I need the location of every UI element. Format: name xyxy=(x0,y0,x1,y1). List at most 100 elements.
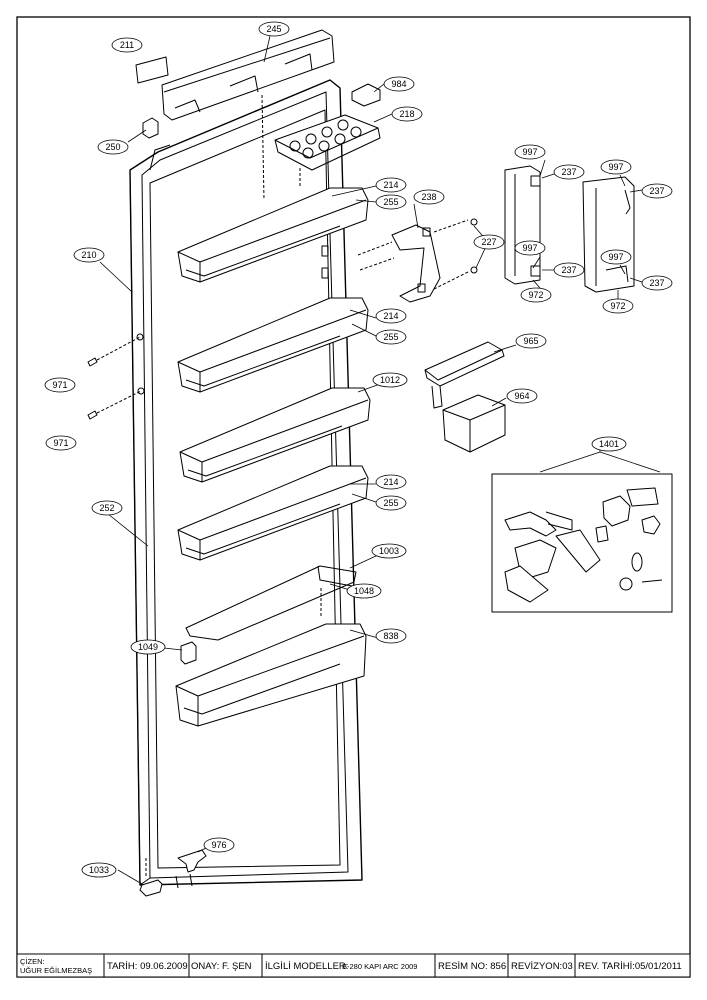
screw-971-upper xyxy=(87,357,98,367)
svg-text:838: 838 xyxy=(383,631,398,641)
boss-upper xyxy=(136,333,144,341)
svg-text:1012: 1012 xyxy=(380,375,400,385)
callout-218: 218 xyxy=(391,106,423,122)
cizen-name: UĞUR EĞİLMEZBAŞ xyxy=(20,966,92,975)
callout-971-lower: 971 xyxy=(45,435,77,451)
svg-text:227: 227 xyxy=(481,237,496,247)
bottom-hinge-1033 xyxy=(139,879,163,897)
clip-part-984 xyxy=(351,83,381,107)
kit-contents xyxy=(504,487,663,603)
svg-text:972: 972 xyxy=(528,290,543,300)
hinge-assembly-965 xyxy=(424,341,505,409)
revizyon: REVİZYON:03 xyxy=(511,961,573,972)
callout-976: 976 xyxy=(203,837,235,853)
svg-text:1033: 1033 xyxy=(89,865,109,875)
door-shelves xyxy=(175,187,371,727)
svg-text:255: 255 xyxy=(383,498,398,508)
callout-997-b: 997 xyxy=(600,159,632,175)
svg-text:211: 211 xyxy=(120,40,134,50)
washer-227-upper xyxy=(470,218,478,226)
svg-text:1049: 1049 xyxy=(138,642,158,652)
screw-971-lower xyxy=(87,410,98,420)
resim-no: RESİM NO: 856 xyxy=(438,961,506,972)
callout-1003: 1003 xyxy=(371,543,407,559)
svg-text:972: 972 xyxy=(610,301,625,311)
screw-976-b xyxy=(189,873,193,887)
callout-972-left: 972 xyxy=(520,287,552,303)
callout-214-mid: 214 xyxy=(375,308,407,324)
leader-dash-971-upper xyxy=(96,336,141,361)
svg-text:237: 237 xyxy=(649,186,664,196)
svg-text:997: 997 xyxy=(522,243,537,253)
onay: ONAY: F. ŞEN xyxy=(191,961,252,972)
callout-237-b: 237 xyxy=(641,183,673,199)
callout-965: 965 xyxy=(515,333,547,349)
svg-text:252: 252 xyxy=(99,503,114,513)
callout-1012: 1012 xyxy=(372,372,408,388)
washer-227-lower xyxy=(470,266,478,274)
wire-rail-part xyxy=(185,565,357,641)
callout-997-a: 997 xyxy=(514,144,546,160)
callout-255-top: 255 xyxy=(375,194,407,210)
svg-text:214: 214 xyxy=(383,311,398,321)
label-plate-part xyxy=(135,56,169,84)
dash-227-lower xyxy=(433,271,469,290)
callout-964: 964 xyxy=(506,388,538,404)
liner-slot-2 xyxy=(321,267,329,279)
callout-1033: 1033 xyxy=(81,862,117,878)
door-panel xyxy=(129,79,363,886)
handle-part-972-right xyxy=(582,176,635,293)
svg-text:964: 964 xyxy=(514,391,529,401)
svg-text:1003: 1003 xyxy=(379,546,399,556)
callout-237-a: 237 xyxy=(553,164,585,180)
svg-text:976: 976 xyxy=(211,840,226,850)
tarih: TARİH: 09.06.2009 xyxy=(107,961,188,972)
callout-227: 227 xyxy=(473,234,505,250)
callout-984: 984 xyxy=(383,76,415,92)
leader-dash-971-lower xyxy=(96,390,142,414)
callout-252: 252 xyxy=(91,500,123,516)
svg-text:997: 997 xyxy=(608,162,623,172)
bracket-976 xyxy=(177,849,207,873)
callout-971-upper: 971 xyxy=(44,377,76,393)
callout-972-right: 972 xyxy=(602,298,634,314)
boss-lower xyxy=(137,387,145,395)
callout-1049: 1049 xyxy=(130,639,166,655)
callout-237-c: 237 xyxy=(553,262,585,278)
svg-text:971: 971 xyxy=(52,380,67,390)
title-block: ÇİZEN: UĞUR EĞİLMEZBAŞ TARİH: 09.06.2009… xyxy=(16,953,691,978)
hinge-part xyxy=(142,117,159,139)
screw-976-a xyxy=(175,875,179,889)
top-cover-part xyxy=(161,29,335,121)
svg-text:210: 210 xyxy=(81,250,96,260)
svg-text:245: 245 xyxy=(266,24,281,34)
callout-210: 210 xyxy=(73,247,105,263)
wire-rail-end xyxy=(317,565,353,587)
callout-214-top: 214 xyxy=(375,177,407,193)
svg-text:997: 997 xyxy=(608,252,623,262)
svg-text:255: 255 xyxy=(383,197,398,207)
dash-238-a xyxy=(357,241,393,256)
callout-1048: 1048 xyxy=(346,583,382,599)
kit-box-1401 xyxy=(491,473,673,613)
callout-layer: 211 245 984 250 218 214 255 238 227 997 … xyxy=(44,21,673,878)
callout-255-mid: 255 xyxy=(375,329,407,345)
dash-227-upper xyxy=(433,219,469,233)
dash-238-b xyxy=(359,257,395,271)
callout-211: 211 xyxy=(111,37,143,53)
parts-artwork xyxy=(87,29,673,897)
callout-997-d: 997 xyxy=(600,249,632,265)
modeller-label: İLGİLİ MODELLER: xyxy=(265,961,348,972)
callout-255-lower: 255 xyxy=(375,495,407,511)
svg-text:237: 237 xyxy=(649,278,664,288)
callout-997-c: 997 xyxy=(514,240,546,256)
svg-text:250: 250 xyxy=(105,142,120,152)
handle-part-238 xyxy=(391,224,441,303)
bin-part-964 xyxy=(442,394,506,453)
handle-part-972-left xyxy=(504,165,541,285)
svg-text:237: 237 xyxy=(561,167,576,177)
egg-tray-part xyxy=(274,114,381,171)
svg-text:997: 997 xyxy=(522,147,537,157)
callout-237-d: 237 xyxy=(641,275,673,291)
